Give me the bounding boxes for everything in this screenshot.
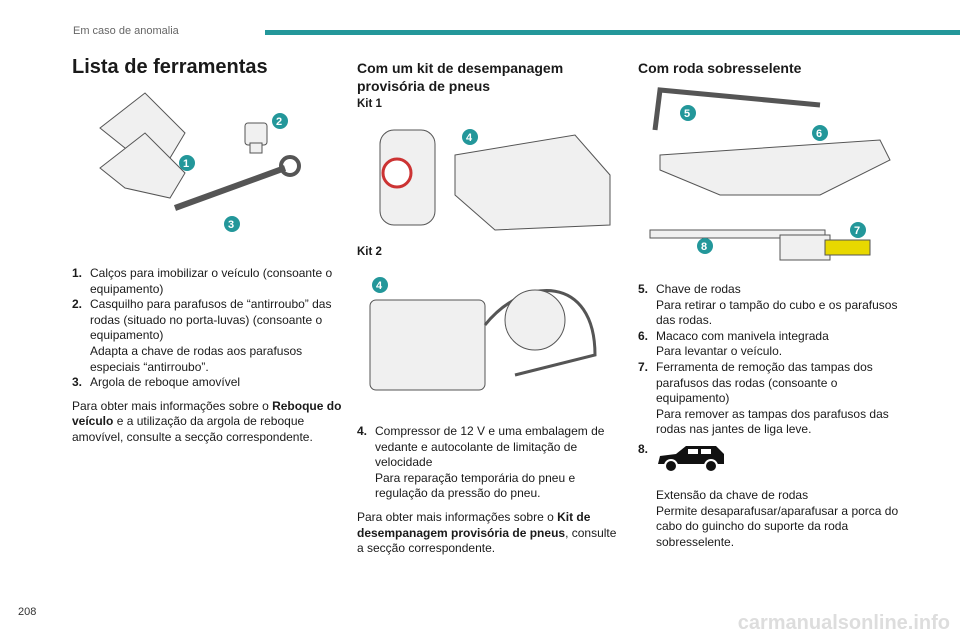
header-bar xyxy=(265,30,960,35)
tools-list: 1.Calços para imobilizar o veículo (cons… xyxy=(72,266,344,446)
callout-2: 2 xyxy=(276,116,282,128)
callout-5: 5 xyxy=(684,108,690,120)
callout-7: 7 xyxy=(854,225,860,237)
towing-paragraph: Para obter mais informações sobre o Rebo… xyxy=(72,398,342,444)
kit-paragraph: Para obter mais informações sobre o Kit … xyxy=(357,509,617,556)
callout-3: 3 xyxy=(228,219,234,231)
section-title: Em caso de anomalia xyxy=(73,25,179,37)
callout-4b: 4 xyxy=(376,280,383,292)
spare-wheel-tools-illustration: 5 6 7 8 xyxy=(649,87,891,261)
kit1-illustration: 4 xyxy=(379,129,611,231)
list-item: 7.Ferramenta de remoção das tampas dos p… xyxy=(638,359,889,437)
tools-list-title: Lista de ferramentas xyxy=(72,56,268,78)
kit1-label: Kit 1 xyxy=(357,98,382,110)
watermark: carmanualsonline.info xyxy=(737,612,950,634)
kit-list: 4.Compressor de 12 V e uma embalagem de … xyxy=(357,424,622,557)
repair-kit-title: Com um kit de desempanagem provisória de… xyxy=(357,60,564,94)
list-item: 2.Casquilho para parafusos de “antirroub… xyxy=(72,297,332,374)
callout-6: 6 xyxy=(816,128,822,140)
callout-8: 8 xyxy=(701,241,707,253)
kit2-label: Kit 2 xyxy=(357,246,382,258)
page-number: 208 xyxy=(18,606,37,618)
spare-wheel-title: Com roda sobresselente xyxy=(638,60,802,76)
car-icon xyxy=(658,445,724,473)
list-item: 1.Calços para imobilizar o veículo (cons… xyxy=(72,266,333,296)
callout-1: 1 xyxy=(183,158,189,170)
tools-illustration: 1 2 3 xyxy=(99,92,301,232)
list-item: 4.Compressor de 12 V e uma embalagem de … xyxy=(357,424,605,501)
list-item: 3.Argola de reboque amovível xyxy=(72,375,241,390)
callout-4: 4 xyxy=(466,132,473,144)
kit2-illustration: 4 xyxy=(369,277,597,391)
